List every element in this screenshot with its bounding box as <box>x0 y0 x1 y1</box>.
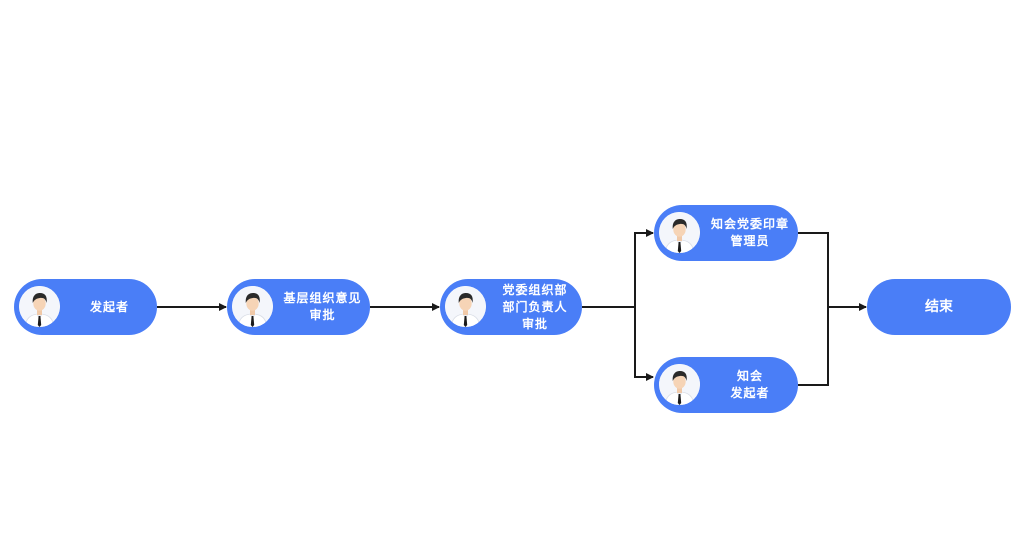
node-label-line: 审批 <box>309 308 336 322</box>
node-label-line: 管理员 <box>730 234 770 248</box>
person-avatar-icon <box>445 286 486 327</box>
person-avatar-icon <box>19 286 60 327</box>
node-label: 党委组织部 部门负责人 审批 <box>492 279 578 335</box>
node-label-line: 知会党委印章 <box>710 217 789 231</box>
node-grassroots-review[interactable]: 基层组织意见 审批 <box>227 279 370 335</box>
arrow-to-notify-seal-admin <box>634 229 654 307</box>
node-label-line: 基层组织意见 <box>283 291 362 305</box>
node-label-line: 审批 <box>521 316 548 331</box>
node-label: 基层组织意见 审批 <box>279 279 366 335</box>
node-label-line: 知会 <box>736 369 763 383</box>
node-label: 知会党委印章 管理员 <box>706 205 794 261</box>
node-label-line: 结束 <box>925 298 953 315</box>
person-avatar-icon <box>659 364 700 405</box>
node-label-line: 党委组织部 <box>502 282 568 297</box>
node-notify-seal-admin[interactable]: 知会党委印章 管理员 <box>654 205 798 261</box>
arrow-to-notify-initiator <box>634 307 654 381</box>
node-label-line: 发起者 <box>730 386 770 400</box>
node-label: 结束 <box>867 279 1011 335</box>
node-notify-initiator[interactable]: 知会 发起者 <box>654 357 798 413</box>
person-avatar-icon <box>659 212 700 253</box>
branch-merge-top-line <box>798 232 829 307</box>
person-avatar-icon <box>232 286 273 327</box>
branch-merge-bottom-line <box>798 307 829 386</box>
node-party-dept-head-review[interactable]: 党委组织部 部门负责人 审批 <box>440 279 582 335</box>
node-label-line: 发起者 <box>89 299 129 314</box>
node-label-line: 部门负责人 <box>502 299 568 314</box>
node-initiator[interactable]: 发起者 <box>14 279 157 335</box>
node-end[interactable]: 结束 <box>867 279 1011 335</box>
node-label: 知会 发起者 <box>706 357 794 413</box>
node-label: 发起者 <box>66 279 153 335</box>
